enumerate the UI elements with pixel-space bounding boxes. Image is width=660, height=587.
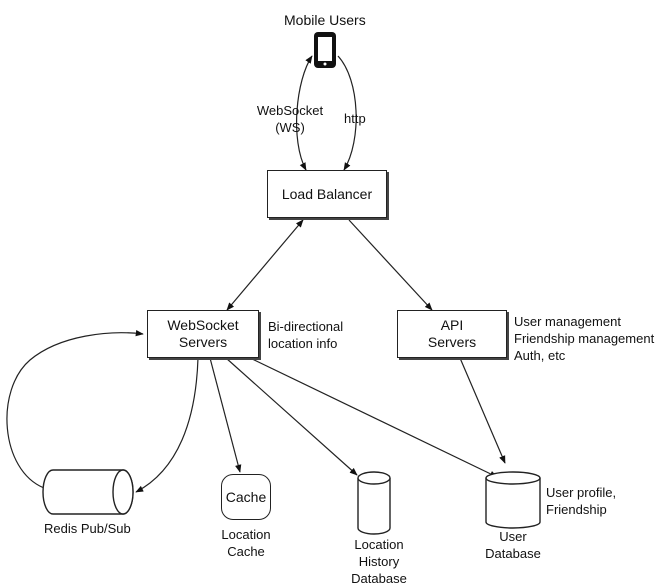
redis-label: Redis Pub/Sub (44, 521, 131, 536)
edge-ws-redis (135, 357, 199, 493)
cache-node: Cache (221, 474, 271, 520)
api-servers-note: User management Friendship management Au… (514, 314, 655, 363)
user-database-note: User profile, Friendship (546, 485, 617, 517)
websocket-ws-label: WebSocket (WS) (256, 103, 324, 135)
load-balancer-node: Load Balancer (267, 170, 387, 218)
edge-ws-cache (209, 357, 242, 473)
api-servers-node: API Servers (397, 310, 507, 358)
websocket-servers-node: WebSocket Servers (147, 310, 259, 358)
mobile-users-label: Mobile Users (284, 12, 366, 28)
user-database-label: User Database (485, 529, 541, 561)
edge-redis-loop (6, 329, 144, 489)
edge-lb-api (348, 219, 433, 311)
user-database-cylinder-icon (485, 471, 541, 529)
mobile-phone-icon (314, 32, 336, 68)
redis-cylinder-icon (42, 469, 134, 515)
location-history-label: Location History Database (351, 537, 407, 586)
edge-http-curve (337, 55, 357, 171)
edge-api-userdb (459, 357, 506, 464)
architecture-diagram (6, 32, 541, 535)
edge-websocket-curve (295, 55, 313, 171)
http-label: http (344, 111, 366, 126)
bidirectional-label: Bi-directional location info (268, 319, 344, 351)
location-history-cylinder-icon (357, 471, 391, 535)
edge-ws-userdb (245, 355, 498, 478)
location-cache-label: Location Cache (221, 527, 271, 559)
edge-ws-history (225, 357, 358, 476)
edge-lb-websocket (226, 219, 304, 311)
